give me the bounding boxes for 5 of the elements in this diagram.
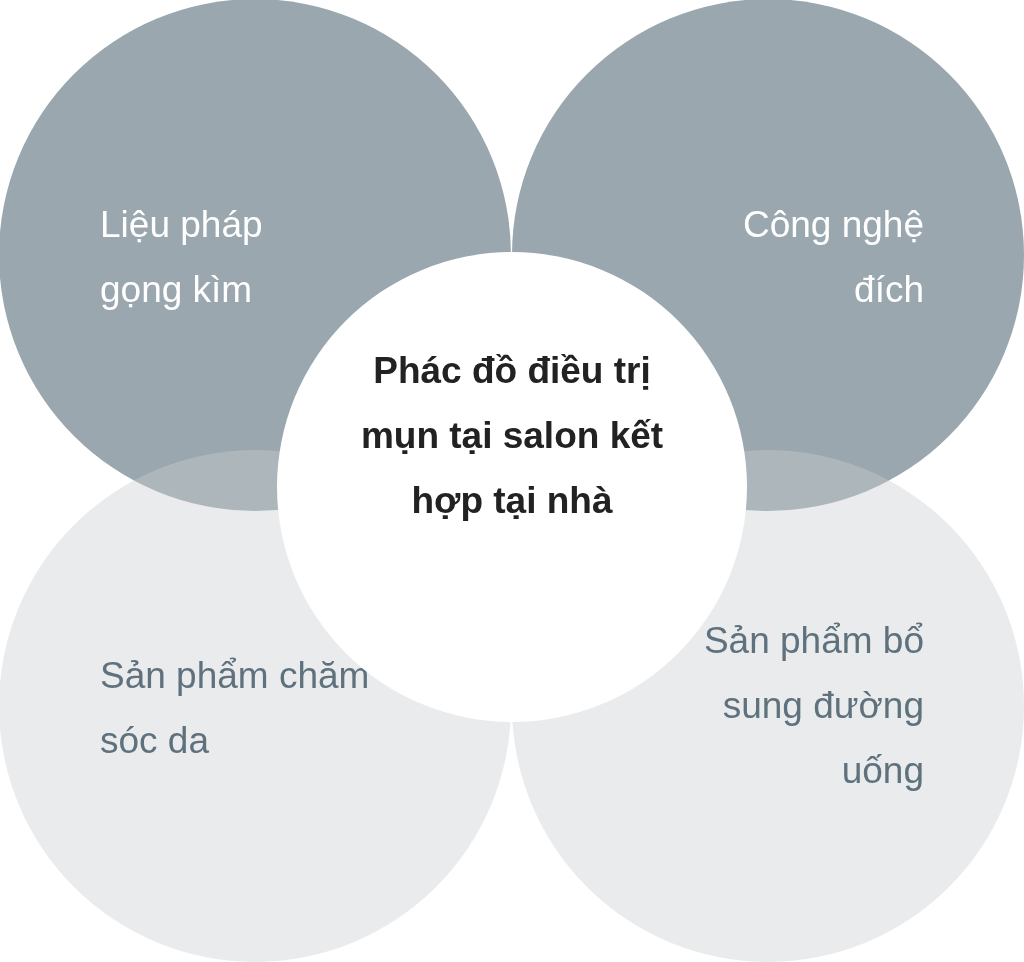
category-label: Sản phẩm bổ sung đường uống [702,619,924,793]
category-label: Công nghệ đích [741,203,924,312]
category-label: Liệu pháp gọng kìm [100,203,264,312]
category-label: Sản phẩm chăm sóc da [100,654,371,763]
center-title: Phác đồ điều trị mụn tại salon kết hợp tại nhà [359,349,665,523]
